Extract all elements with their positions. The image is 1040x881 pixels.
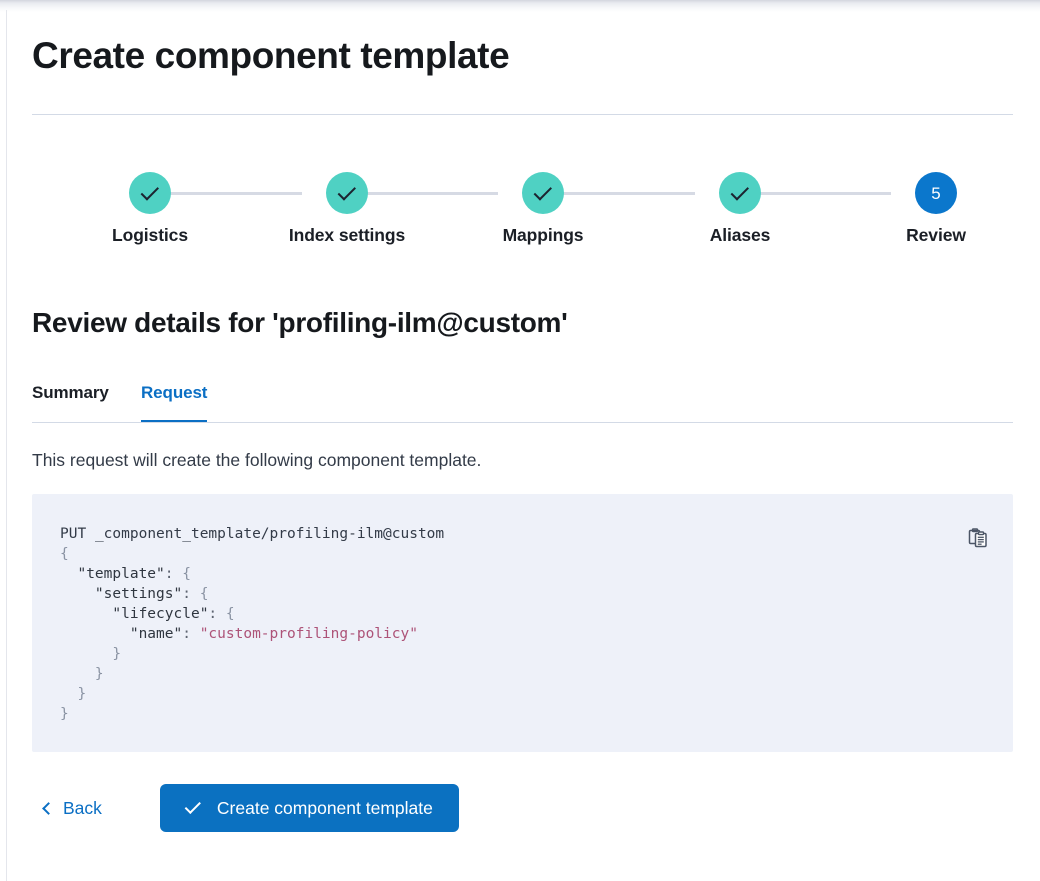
stepper-connector xyxy=(153,192,302,195)
stepper-connector xyxy=(350,192,498,195)
tab-summary[interactable]: Summary xyxy=(32,380,109,423)
page-title: Create component template xyxy=(32,35,510,76)
stepper-step-label: Index settings xyxy=(288,225,406,245)
back-button-label: Back xyxy=(63,797,102,818)
check-icon xyxy=(184,797,201,815)
copy-clipboard-icon[interactable] xyxy=(965,525,991,551)
tabbar-divider xyxy=(32,422,1013,423)
left-edge-divider xyxy=(6,10,7,881)
page-content: Create component template Logistics Index… xyxy=(32,0,1014,881)
header-divider xyxy=(32,114,1013,115)
stepper-step-mappings[interactable]: Mappings xyxy=(463,172,623,246)
stepper-step-label: Review xyxy=(906,225,966,245)
stepper-step-label: Logistics xyxy=(112,225,188,245)
request-description: This request will create the following c… xyxy=(32,450,482,470)
tab-label: Request xyxy=(141,383,208,402)
check-icon xyxy=(129,172,171,214)
check-glyph xyxy=(337,181,356,201)
check-icon xyxy=(719,172,761,214)
stepper-connector xyxy=(743,192,891,195)
request-code-block: PUT _component_template/profiling-ilm@cu… xyxy=(32,494,1013,752)
check-icon xyxy=(326,172,368,214)
stepper-step-index-settings[interactable]: Index settings xyxy=(267,172,427,246)
chevron-left-icon xyxy=(42,801,55,815)
check-glyph xyxy=(730,181,749,201)
create-component-template-button-label: Create component template xyxy=(216,797,433,818)
step-number: 5 xyxy=(931,183,941,203)
back-button[interactable]: Back xyxy=(32,798,108,819)
stepper-step-label: Mappings xyxy=(502,225,584,245)
review-section-title: Review details for 'profiling-ilm@custom… xyxy=(32,307,568,338)
review-tabs: Summary Request xyxy=(32,380,1013,423)
tab-request[interactable]: Request xyxy=(141,380,208,423)
check-glyph xyxy=(533,181,552,201)
stepper-connector xyxy=(546,192,695,195)
step-number-badge: 5 xyxy=(915,172,957,214)
check-icon xyxy=(522,172,564,214)
stepper-step-logistics[interactable]: Logistics xyxy=(70,172,230,246)
request-code-text: PUT _component_template/profiling-ilm@cu… xyxy=(60,526,445,722)
tab-label: Summary xyxy=(32,383,109,402)
check-glyph xyxy=(140,181,159,201)
create-component-template-button[interactable]: Create component template xyxy=(159,784,459,832)
footer-actions: Back Create component template xyxy=(32,784,459,832)
stepper-step-label: Aliases xyxy=(709,225,771,245)
stepper-step-aliases[interactable]: Aliases xyxy=(660,172,820,246)
